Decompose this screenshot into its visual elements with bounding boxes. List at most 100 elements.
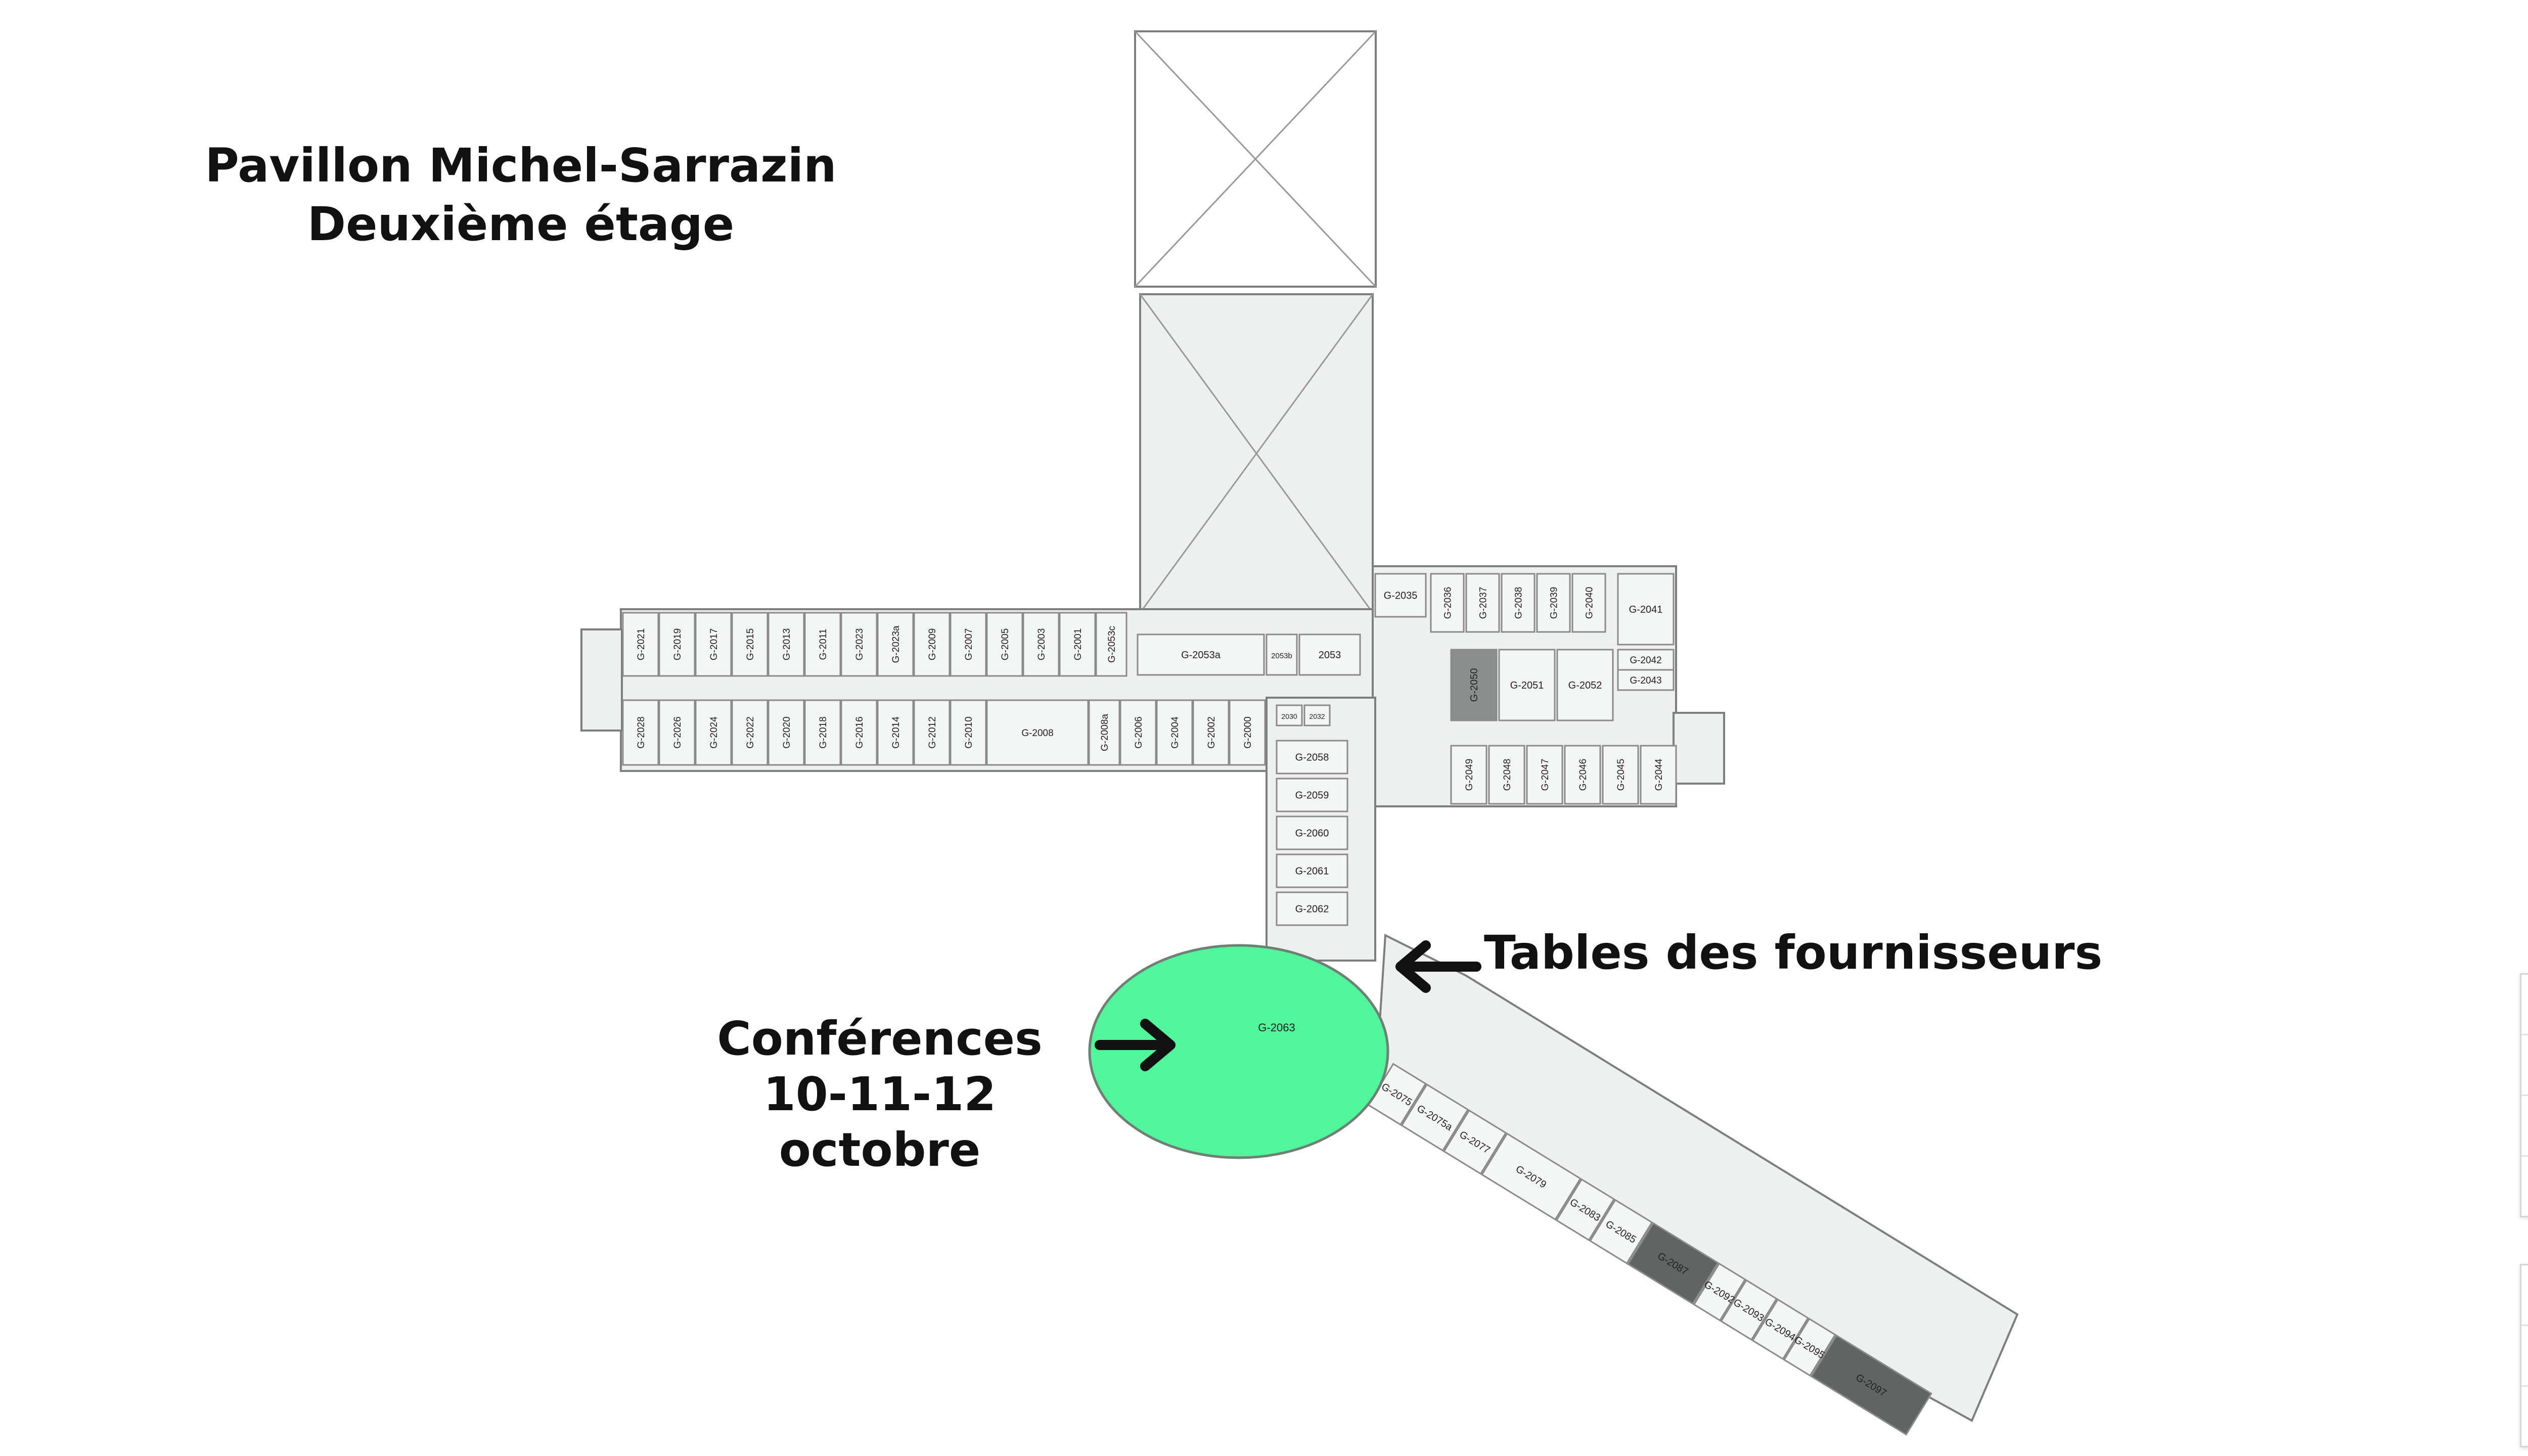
- room-label-g2063: G-2063: [1258, 1021, 1295, 1034]
- room-g-2004[interactable]: G-2004: [1156, 699, 1193, 766]
- room-g-2044[interactable]: G-2044: [1640, 745, 1677, 805]
- room-g-2040[interactable]: G-2040: [1571, 573, 1606, 633]
- room-g-2093[interactable]: G-2093: [1720, 1279, 1778, 1341]
- room-label: G-2053a: [1181, 650, 1221, 661]
- floor-button-ss[interactable]: SS: [2521, 1157, 2528, 1216]
- room-g-2038[interactable]: G-2038: [1501, 573, 1536, 633]
- room-g-2008[interactable]: G-2008: [986, 699, 1089, 766]
- room-g-2017[interactable]: G-2017: [695, 612, 732, 677]
- room-g-2049[interactable]: G-2049: [1450, 745, 1487, 805]
- room-g-2021[interactable]: G-2021: [622, 612, 659, 677]
- zoom-in-button[interactable]: +: [2521, 1265, 2528, 1326]
- room-g-2020[interactable]: G-2020: [768, 699, 805, 766]
- room-g-2045[interactable]: G-2045: [1602, 745, 1639, 805]
- room-g-2047[interactable]: G-2047: [1526, 745, 1563, 805]
- room-g-2059[interactable]: G-2059: [1276, 778, 1348, 812]
- room-label: G-2043: [1630, 675, 1661, 686]
- room-g-2003[interactable]: G-2003: [1022, 612, 1060, 677]
- room-g-2053a[interactable]: G-2053a: [1137, 633, 1265, 676]
- room-2030[interactable]: 2030: [1276, 704, 1303, 726]
- room-label: G-2060: [1295, 828, 1329, 839]
- room-g-2037[interactable]: G-2037: [1465, 573, 1500, 633]
- room-label: G-2046: [1578, 759, 1589, 791]
- room-label: G-2036: [1443, 587, 1454, 619]
- room-g-2075[interactable]: G-2075: [1367, 1063, 1427, 1126]
- room-g-2041[interactable]: G-2041: [1617, 573, 1675, 646]
- room-g-2087[interactable]: G-2087: [1627, 1222, 1719, 1305]
- fullscreen-button[interactable]: ⤢: [2521, 1387, 2528, 1446]
- room-g-2019[interactable]: G-2019: [658, 612, 696, 677]
- room-label: G-2037: [1478, 587, 1489, 619]
- room-g-2062[interactable]: G-2062: [1276, 891, 1348, 926]
- room-label: G-2023: [854, 628, 865, 660]
- room-g-2050[interactable]: G-2050: [1450, 649, 1498, 721]
- room-g-2023[interactable]: G-2023: [840, 612, 878, 677]
- room-g-2035[interactable]: G-2035: [1374, 573, 1427, 618]
- room-g-2052[interactable]: G-2052: [1556, 649, 1614, 721]
- room-g-2053c[interactable]: G-2053c: [1095, 612, 1127, 677]
- room-label: G-2023a: [891, 625, 901, 663]
- room-g-2013[interactable]: G-2013: [768, 612, 805, 677]
- room-g-2024[interactable]: G-2024: [695, 699, 732, 766]
- room-g-2005[interactable]: G-2005: [986, 612, 1023, 677]
- room-label: G-2050: [1469, 668, 1480, 702]
- room-g-2046[interactable]: G-2046: [1564, 745, 1601, 805]
- room-2053b[interactable]: 2053b: [1266, 633, 1298, 676]
- room-g-2000[interactable]: G-2000: [1229, 699, 1266, 766]
- floor-button-1[interactable]: 1: [2521, 1096, 2528, 1157]
- room-g-2007[interactable]: G-2007: [950, 612, 987, 677]
- room-g-2011[interactable]: G-2011: [804, 612, 841, 677]
- room-label: G-2014: [891, 716, 901, 749]
- room-g-2018[interactable]: G-2018: [804, 699, 841, 766]
- room-g-2016[interactable]: G-2016: [840, 699, 878, 766]
- room-g-2097[interactable]: G-2097: [1810, 1334, 1932, 1436]
- room-g-2014[interactable]: G-2014: [877, 699, 914, 766]
- room-g-2026[interactable]: G-2026: [658, 699, 696, 766]
- conference-room-g2063[interactable]: G-2063: [1088, 944, 1389, 1159]
- room-label: G-2019: [672, 628, 683, 660]
- room-label: G-2007: [964, 628, 974, 660]
- floor-button-3[interactable]: 3: [2521, 975, 2528, 1035]
- room-g-2085[interactable]: G-2085: [1589, 1199, 1653, 1264]
- room-g-2095[interactable]: G-2095: [1783, 1317, 1837, 1377]
- room-g-2009[interactable]: G-2009: [913, 612, 951, 677]
- room-g-2083[interactable]: G-2083: [1555, 1178, 1615, 1242]
- room-label: G-2052: [1568, 680, 1602, 691]
- room-g-2061[interactable]: G-2061: [1276, 853, 1348, 888]
- room-2032[interactable]: 2032: [1303, 704, 1331, 726]
- room-g-2023a[interactable]: G-2023a: [877, 612, 914, 677]
- room-label: G-2021: [636, 628, 647, 660]
- room-g-2008a[interactable]: G-2008a: [1088, 699, 1120, 766]
- room-g-2036[interactable]: G-2036: [1430, 573, 1465, 633]
- room-label: G-2042: [1630, 655, 1661, 666]
- room-label: G-2020: [782, 716, 792, 748]
- room-label: G-2008: [1021, 728, 1053, 739]
- room-g-2092[interactable]: G-2092: [1693, 1262, 1747, 1322]
- room-g-2001[interactable]: G-2001: [1059, 612, 1096, 677]
- room-label: G-2004: [1170, 716, 1181, 749]
- room-g-2015[interactable]: G-2015: [731, 612, 769, 677]
- room-g-2058[interactable]: G-2058: [1276, 740, 1348, 775]
- room-g-2051[interactable]: G-2051: [1498, 649, 1556, 721]
- room-g-2060[interactable]: G-2060: [1276, 815, 1348, 850]
- room-g-2043[interactable]: G-2043: [1617, 669, 1675, 691]
- room-g-2010[interactable]: G-2010: [950, 699, 987, 766]
- room-g-2022[interactable]: G-2022: [731, 699, 769, 766]
- room-g-2028[interactable]: G-2028: [622, 699, 659, 766]
- room-g-2079[interactable]: G-2079: [1481, 1132, 1582, 1221]
- room-g-2006[interactable]: G-2006: [1119, 699, 1157, 766]
- room-g-2094[interactable]: G-2094: [1751, 1298, 1809, 1360]
- room-g-2039[interactable]: G-2039: [1536, 573, 1571, 633]
- room-g-2002[interactable]: G-2002: [1192, 699, 1230, 766]
- room-g-2012[interactable]: G-2012: [913, 699, 951, 766]
- room-label: 2053b: [1271, 652, 1292, 660]
- room-g-2077[interactable]: G-2077: [1443, 1109, 1507, 1175]
- room-g-2048[interactable]: G-2048: [1488, 745, 1525, 805]
- floor-button-2[interactable]: 2: [2521, 1035, 2528, 1096]
- room-label: G-2045: [1616, 759, 1627, 791]
- room-g-2075a[interactable]: G-2075a: [1401, 1083, 1469, 1152]
- room-g-2042[interactable]: G-2042: [1617, 649, 1675, 671]
- zoom-out-button[interactable]: −: [2521, 1326, 2528, 1387]
- room-2053[interactable]: 2053: [1298, 633, 1361, 676]
